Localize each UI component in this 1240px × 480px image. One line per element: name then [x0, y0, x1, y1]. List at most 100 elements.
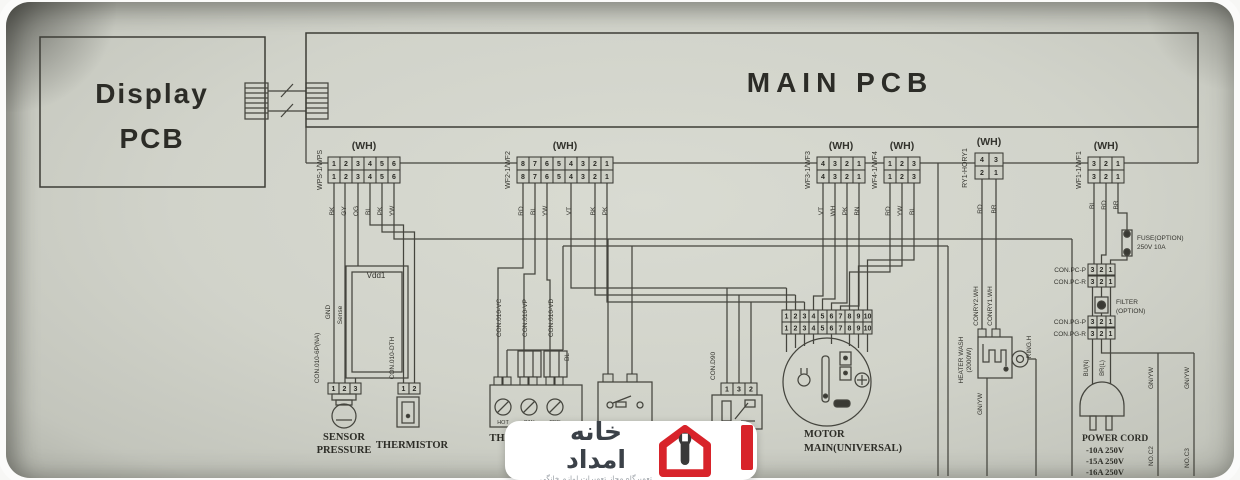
wire-label: VT	[818, 207, 825, 215]
ground-terminal-label: NO.C3	[1184, 448, 1191, 468]
watermark-title: خانه امداد	[566, 417, 626, 474]
pin-number: 8	[521, 174, 525, 181]
watermark-subtitle: تعمیرگاه مجاز تعمیرات لوازم خانگی	[539, 474, 653, 480]
pin-number: 3	[1091, 319, 1095, 326]
wire-label: BL	[909, 207, 916, 215]
pin-number: 1	[785, 325, 789, 332]
valve-connector-label: CON.010-VD	[548, 299, 555, 338]
pin-number: 1	[888, 161, 892, 168]
wire-label: BR	[1113, 200, 1120, 209]
con-pc-r-label: CON.PC-R	[1054, 279, 1086, 286]
pin-cell	[600, 169, 614, 184]
pin-number: 2	[900, 174, 904, 181]
neutral-wire-label: BU(N)	[1084, 360, 1090, 377]
fuse-icon	[1121, 229, 1133, 257]
wire-label: BK	[329, 206, 336, 215]
wire-label: BL	[530, 207, 537, 215]
valve-connector-label: CON.010-VC	[496, 299, 503, 338]
pin-cell	[1105, 315, 1116, 328]
pin-number: 2	[794, 325, 798, 332]
con-pg-p-label: CON.PG-P	[1054, 319, 1086, 326]
pin-number: 1	[1109, 319, 1113, 326]
pin-number: 2	[900, 161, 904, 168]
pin-number: 1	[1109, 279, 1113, 286]
pin-number: 1	[402, 386, 406, 393]
pin-number: 4	[812, 325, 816, 332]
pin-number: 2	[1104, 174, 1108, 181]
ground-wire-label: GN/YW	[1148, 366, 1155, 389]
pressure-sensor-icon	[331, 393, 357, 429]
pin-number: 3	[1092, 174, 1096, 181]
pin-number: 8	[848, 313, 852, 320]
wf3-name: WF3-1/WF3	[805, 151, 812, 189]
sensor-connector-label: CON.010-6P(NA)	[314, 333, 321, 384]
ry1-wh-label: (WH)	[977, 136, 1002, 148]
sensor-label-2: PRESSURE	[317, 445, 372, 456]
wf4-name: WF4-1/WF4	[872, 151, 879, 189]
pin-number: 3	[581, 161, 585, 168]
pin-number: 5	[380, 174, 384, 181]
pin-number: 1	[857, 161, 861, 168]
main-pcb-box: MAIN PCB	[305, 32, 1199, 128]
ground-wire-label: GN/YW	[1184, 366, 1191, 389]
pin-number: 3	[356, 161, 360, 168]
wire-label: BL	[365, 207, 372, 215]
motor-label-1: MOTOR	[804, 429, 845, 440]
pin-number: 4	[980, 157, 984, 164]
heater-wash: CONRY2.WH CONRY1.WH HEATER WASH (2000W) …	[958, 286, 1033, 415]
pin-number: 3	[803, 313, 807, 320]
pin-number: 3	[994, 157, 998, 164]
power-cord-title: POWER CORD	[1082, 434, 1148, 444]
wire-label: BN	[854, 206, 861, 215]
line-wire-label: BR(L)	[1100, 360, 1106, 376]
pin-number: 2	[749, 386, 753, 393]
pin-number: 9	[857, 325, 861, 332]
valve-connector-label: CON.010-VP	[522, 299, 529, 337]
thermistor-connector-label: CON.010-DTH	[389, 336, 396, 379]
wire-label: OG	[353, 206, 360, 216]
pin-number: 6	[392, 174, 396, 181]
sense-label: Sense	[337, 305, 344, 324]
ribbon-connector-icon	[244, 82, 329, 120]
pin-cell	[988, 165, 1004, 180]
wiring-lines	[305, 127, 1199, 476]
wire-label: PK	[602, 206, 609, 215]
pin-number: 1	[605, 174, 609, 181]
heater-icon	[977, 328, 1029, 379]
heater-con1-label: CONRY1.WH	[987, 286, 994, 326]
pin-number: 4	[812, 313, 816, 320]
pin-cell	[852, 169, 866, 184]
power-cord: BU(N) BR(L) POWER CORD -10A 250V -15A 25…	[1079, 360, 1148, 477]
main-pcb-label: MAIN PCB	[747, 67, 933, 98]
wf4-wh-label: (WH)	[890, 140, 915, 152]
pin-number: 3	[737, 386, 741, 393]
pin-number: 2	[413, 386, 417, 393]
pin-number: 3	[356, 174, 360, 181]
con-pg-r-label: CON.PG-R	[1054, 331, 1087, 338]
pin-number: 5	[821, 325, 825, 332]
wire-label: RD	[977, 204, 984, 214]
doorlock-connector-label: CON.D90	[710, 352, 717, 381]
switch-icon	[597, 373, 653, 423]
pin-number: 2	[593, 161, 597, 168]
heater-ground-label: GN/YW	[977, 392, 984, 415]
pin-number: 5	[557, 161, 561, 168]
vdd1-label: Vdd1	[367, 271, 386, 280]
pin-number: 3	[1091, 267, 1095, 274]
pin-cell	[1105, 327, 1116, 340]
wire-label: RD	[518, 206, 525, 216]
ground-terminal-label: NO.C2	[1148, 446, 1155, 466]
valve-tag: HOT	[497, 420, 509, 426]
